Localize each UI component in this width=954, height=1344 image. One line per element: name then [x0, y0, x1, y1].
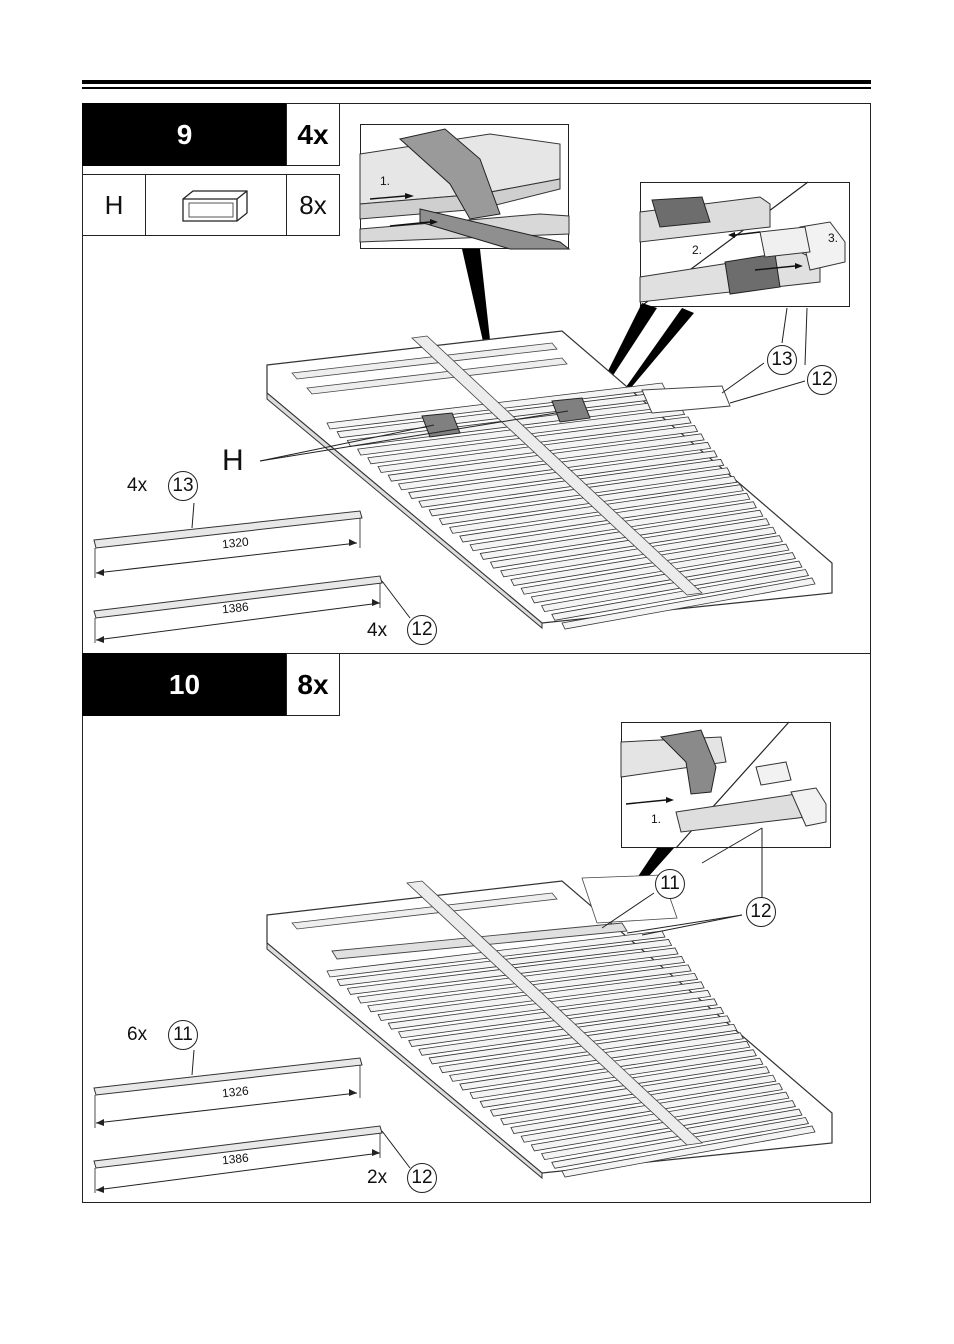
rail-12-quantity-step-10: 2x — [367, 1167, 388, 1188]
slat — [530, 1100, 797, 1152]
slat — [520, 543, 790, 595]
slat — [510, 1083, 783, 1134]
slatted-frame-illustration-step-10 — [93, 827, 833, 1193]
inset-rail-clip-illustration — [639, 181, 846, 308]
slat — [489, 518, 770, 569]
part-h-letter: H — [82, 174, 146, 236]
clip-part-icon — [182, 190, 248, 222]
rail-12-length: 1386 — [221, 599, 250, 617]
rail-12-badge-step-10: 12 — [407, 1163, 437, 1193]
step-9-quantity: 4x — [286, 103, 340, 166]
slat — [500, 526, 777, 578]
rail-13-badge: 13 — [168, 471, 198, 501]
step-9-number: 9 — [82, 103, 287, 166]
slat — [551, 1117, 810, 1169]
part-badge-11: 11 — [655, 869, 685, 899]
inset-clip-slide-illustration — [359, 128, 571, 250]
slat — [540, 1108, 803, 1161]
step-10-number: 10 — [82, 653, 287, 716]
header-rule — [82, 80, 871, 84]
slat — [551, 569, 810, 621]
inset-step-label-2: 2. — [692, 243, 703, 257]
part-badge-12-step-10: 12 — [746, 897, 776, 927]
header-rule-thin — [82, 87, 871, 89]
part-badge-12: 12 — [807, 365, 837, 395]
slat — [510, 535, 783, 586]
rail-13-quantity: 4x — [127, 475, 148, 496]
inset-rail-insert-illustration — [620, 721, 827, 849]
rail-11-badge: 11 — [168, 1020, 198, 1050]
inset-step-label-1: 1. — [380, 174, 391, 188]
slat — [540, 560, 803, 613]
rail-11-length: 1326 — [221, 1083, 250, 1101]
callout-part-h: H — [222, 444, 244, 477]
inset-step-label-10-1: 1. — [651, 812, 662, 826]
rail-11-quantity: 6x — [127, 1024, 148, 1045]
part-badge-13: 13 — [767, 345, 797, 375]
slat — [479, 509, 764, 560]
slat — [520, 1091, 790, 1143]
slat — [561, 1125, 816, 1178]
step-10-panel — [82, 653, 871, 1203]
part-h-quantity: 8x — [286, 174, 340, 236]
slat — [530, 552, 797, 604]
rail-13-length: 1320 — [221, 534, 250, 552]
rail-12-quantity: 4x — [367, 620, 388, 641]
step-10-quantity: 8x — [286, 653, 340, 716]
rail-12-length-step-10: 1386 — [221, 1150, 250, 1168]
slatted-frame-illustration-step-9 — [93, 249, 833, 643]
slat — [561, 577, 816, 630]
inset-step-label-3: 3. — [828, 231, 839, 245]
slat — [500, 1074, 777, 1126]
rail-12-badge: 12 — [407, 615, 437, 645]
